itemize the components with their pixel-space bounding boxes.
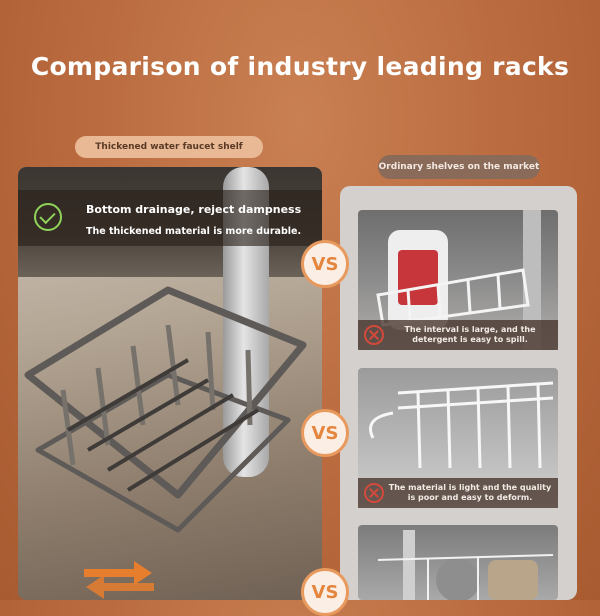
left-product-label: Thickened water faucet shelf: [75, 136, 263, 158]
vs-badge-1: VS: [301, 240, 349, 288]
detergent-bottle-illustration: [376, 210, 541, 350]
check-icon: [34, 203, 62, 231]
cross-icon: [364, 483, 384, 503]
caption-deform: The material is light and the quality is…: [388, 483, 552, 502]
vs-badge-2: VS: [301, 409, 349, 457]
right-product-label: Ordinary shelves on the market: [378, 155, 540, 179]
thin-rack-illustration: [369, 381, 554, 469]
ordinary-rack-photo-3: [358, 525, 558, 600]
page-title: Comparison of industry leading racks: [30, 52, 570, 81]
feature-durable: The thickened material is more durable.: [86, 226, 302, 237]
feature-drainage: Bottom drainage, reject dampness: [86, 203, 302, 216]
ordinary-rack-caption-2: The material is light and the quality is…: [358, 478, 558, 508]
thick-rack-illustration: [24, 286, 307, 533]
sponge-rack-illustration: [377, 530, 554, 600]
ordinary-rack-caption-1: The interval is large, and the detergent…: [358, 320, 558, 350]
caption-spill: The interval is large, and the detergent…: [404, 325, 536, 344]
check-overlay-band: [18, 190, 322, 246]
direction-arrows-icon: [84, 561, 154, 599]
cross-icon: [364, 325, 384, 345]
vs-badge-3: VS: [301, 568, 349, 616]
